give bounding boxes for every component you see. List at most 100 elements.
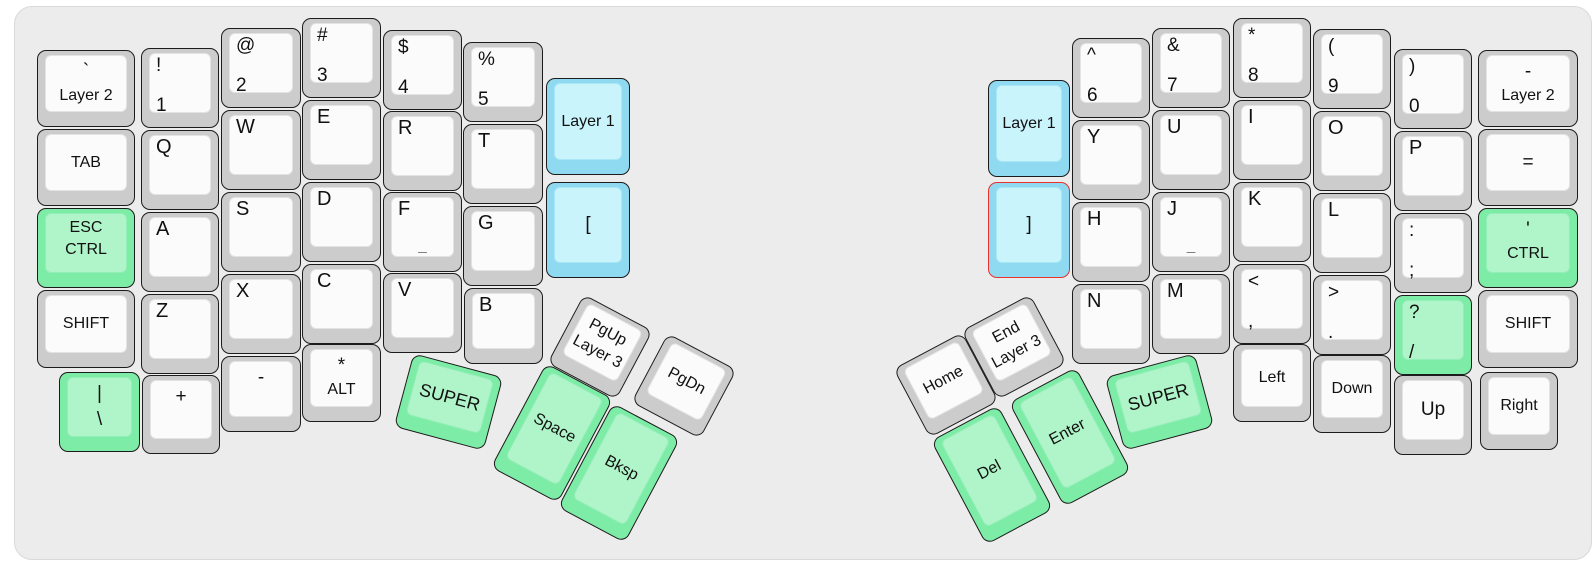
- key-legend-lines: [: [555, 188, 621, 262]
- key-f[interactable]: F_: [383, 192, 462, 272]
- key-left[interactable]: Left: [1233, 344, 1311, 422]
- key-l[interactable]: L: [1313, 193, 1391, 273]
- key-t[interactable]: T: [463, 124, 543, 204]
- key-legend: ?: [1409, 302, 1420, 323]
- key-y[interactable]: Y: [1072, 120, 1150, 200]
- key-layer1-left[interactable]: Layer 1: [546, 78, 630, 175]
- key-legend-lines: Up: [1403, 381, 1463, 439]
- key-hash-3[interactable]: #3: [302, 18, 381, 98]
- key-right[interactable]: Right: [1480, 372, 1558, 450]
- key-legend: *: [1248, 25, 1256, 46]
- key-legend: I: [1248, 106, 1254, 128]
- key-lt-comma[interactable]: <,: [1233, 264, 1311, 344]
- key-caret-6[interactable]: ^6: [1072, 38, 1150, 118]
- key-question-slash[interactable]: ?/: [1394, 295, 1472, 375]
- key-s[interactable]: S: [221, 192, 301, 272]
- key-tab[interactable]: TAB: [37, 129, 135, 206]
- key-legend: ': [1526, 219, 1530, 240]
- key-legend: Home: [920, 362, 967, 398]
- key-r[interactable]: R: [383, 111, 462, 191]
- key-i[interactable]: I: [1233, 100, 1311, 180]
- key-legend-lines: Enter: [1020, 377, 1116, 489]
- key-gt-period[interactable]: >.: [1313, 275, 1391, 355]
- keycap-top: Y: [1080, 125, 1142, 185]
- key-legend: 3: [317, 65, 328, 86]
- key-quote-ctrl[interactable]: 'CTRL: [1478, 208, 1578, 288]
- key-legend: Layer 2: [1501, 86, 1555, 104]
- key-up[interactable]: Up: [1394, 375, 1472, 455]
- key-legend: B: [479, 294, 493, 316]
- keycap-top: B: [472, 293, 535, 349]
- key-minus[interactable]: -: [221, 356, 301, 432]
- key-paren-0[interactable]: )0: [1394, 49, 1472, 129]
- key-legend: +: [175, 386, 187, 407]
- key-amp-7[interactable]: &7: [1152, 28, 1230, 108]
- key-plus[interactable]: +: [142, 375, 220, 454]
- key-n[interactable]: N: [1072, 284, 1150, 364]
- key-g[interactable]: G: [463, 206, 543, 286]
- key-a[interactable]: A: [141, 212, 219, 292]
- key-super-right[interactable]: SUPER: [1104, 353, 1215, 451]
- key-legend-lines: SUPER: [1115, 361, 1201, 433]
- key-lbracket[interactable]: [: [546, 182, 630, 278]
- keycap-top: <,: [1241, 269, 1303, 332]
- key-star-alt[interactable]: *ALT: [302, 344, 381, 422]
- key-c[interactable]: C: [302, 264, 381, 344]
- key-legend: %: [478, 49, 495, 70]
- key-rbracket[interactable]: ]: [988, 182, 1070, 278]
- key-dollar-4[interactable]: $4: [383, 30, 462, 110]
- key-shift-right[interactable]: SHIFT: [1478, 290, 1578, 368]
- key-m[interactable]: M: [1152, 274, 1230, 354]
- key-colon-semicolon[interactable]: :;: [1394, 213, 1472, 293]
- key-x[interactable]: X: [221, 274, 301, 354]
- keycap-top: (9: [1321, 34, 1383, 97]
- key-u[interactable]: U: [1152, 110, 1230, 190]
- key-paren-9[interactable]: (9: [1313, 29, 1391, 109]
- key-v[interactable]: V: [383, 273, 462, 353]
- key-d[interactable]: D: [302, 182, 381, 262]
- key-legend-lines: Right: [1489, 378, 1549, 434]
- key-legend-lines: Left: [1242, 350, 1302, 406]
- key-j[interactable]: J_: [1152, 192, 1230, 272]
- key-layer1-right[interactable]: Layer 1: [988, 80, 1070, 177]
- key-at-2[interactable]: @2: [221, 28, 301, 108]
- key-legend: CTRL: [65, 240, 107, 258]
- key-super-left[interactable]: SUPER: [393, 353, 504, 451]
- key-legend: D: [317, 188, 332, 210]
- key-legend-lines: PgDn: [647, 343, 726, 421]
- key-excl-1[interactable]: !1: [141, 48, 219, 128]
- key-legend: Layer 2: [59, 86, 113, 104]
- key-pct-5[interactable]: %5: [463, 42, 543, 122]
- key-b[interactable]: B: [464, 288, 543, 364]
- key-legend: Layer 1: [1002, 114, 1056, 132]
- key-o[interactable]: O: [1313, 111, 1391, 191]
- key-legend: P: [1409, 137, 1423, 159]
- key-q[interactable]: Q: [141, 130, 219, 210]
- key-grave-layer2[interactable]: `Layer 2: [37, 50, 135, 127]
- key-star-8[interactable]: *8: [1233, 18, 1311, 98]
- key-down[interactable]: Down: [1313, 355, 1391, 433]
- key-p[interactable]: P: [1394, 131, 1472, 211]
- key-w[interactable]: W: [221, 110, 301, 190]
- key-shift-left[interactable]: SHIFT: [37, 290, 135, 368]
- key-z[interactable]: Z: [141, 294, 219, 374]
- keycap-top: P: [1402, 136, 1464, 196]
- keycap-top: X: [229, 279, 293, 339]
- key-e[interactable]: E: [302, 100, 381, 180]
- keycap-top: Left: [1241, 349, 1303, 407]
- key-legend-lines: TAB: [46, 135, 126, 190]
- key-legend-lines: SHIFT: [46, 296, 126, 352]
- key-pipe-backslash[interactable]: |\: [59, 372, 140, 452]
- key-equals[interactable]: =: [1478, 129, 1578, 206]
- key-minus-layer2[interactable]: -Layer 2: [1478, 50, 1578, 127]
- key-legend: #: [317, 25, 328, 46]
- key-legend-lines: -Layer 2: [1487, 56, 1569, 111]
- key-h[interactable]: H: [1072, 202, 1150, 282]
- key-legend: 9: [1328, 76, 1339, 97]
- key-k[interactable]: K: [1233, 182, 1311, 262]
- homing-mark: _: [418, 237, 427, 254]
